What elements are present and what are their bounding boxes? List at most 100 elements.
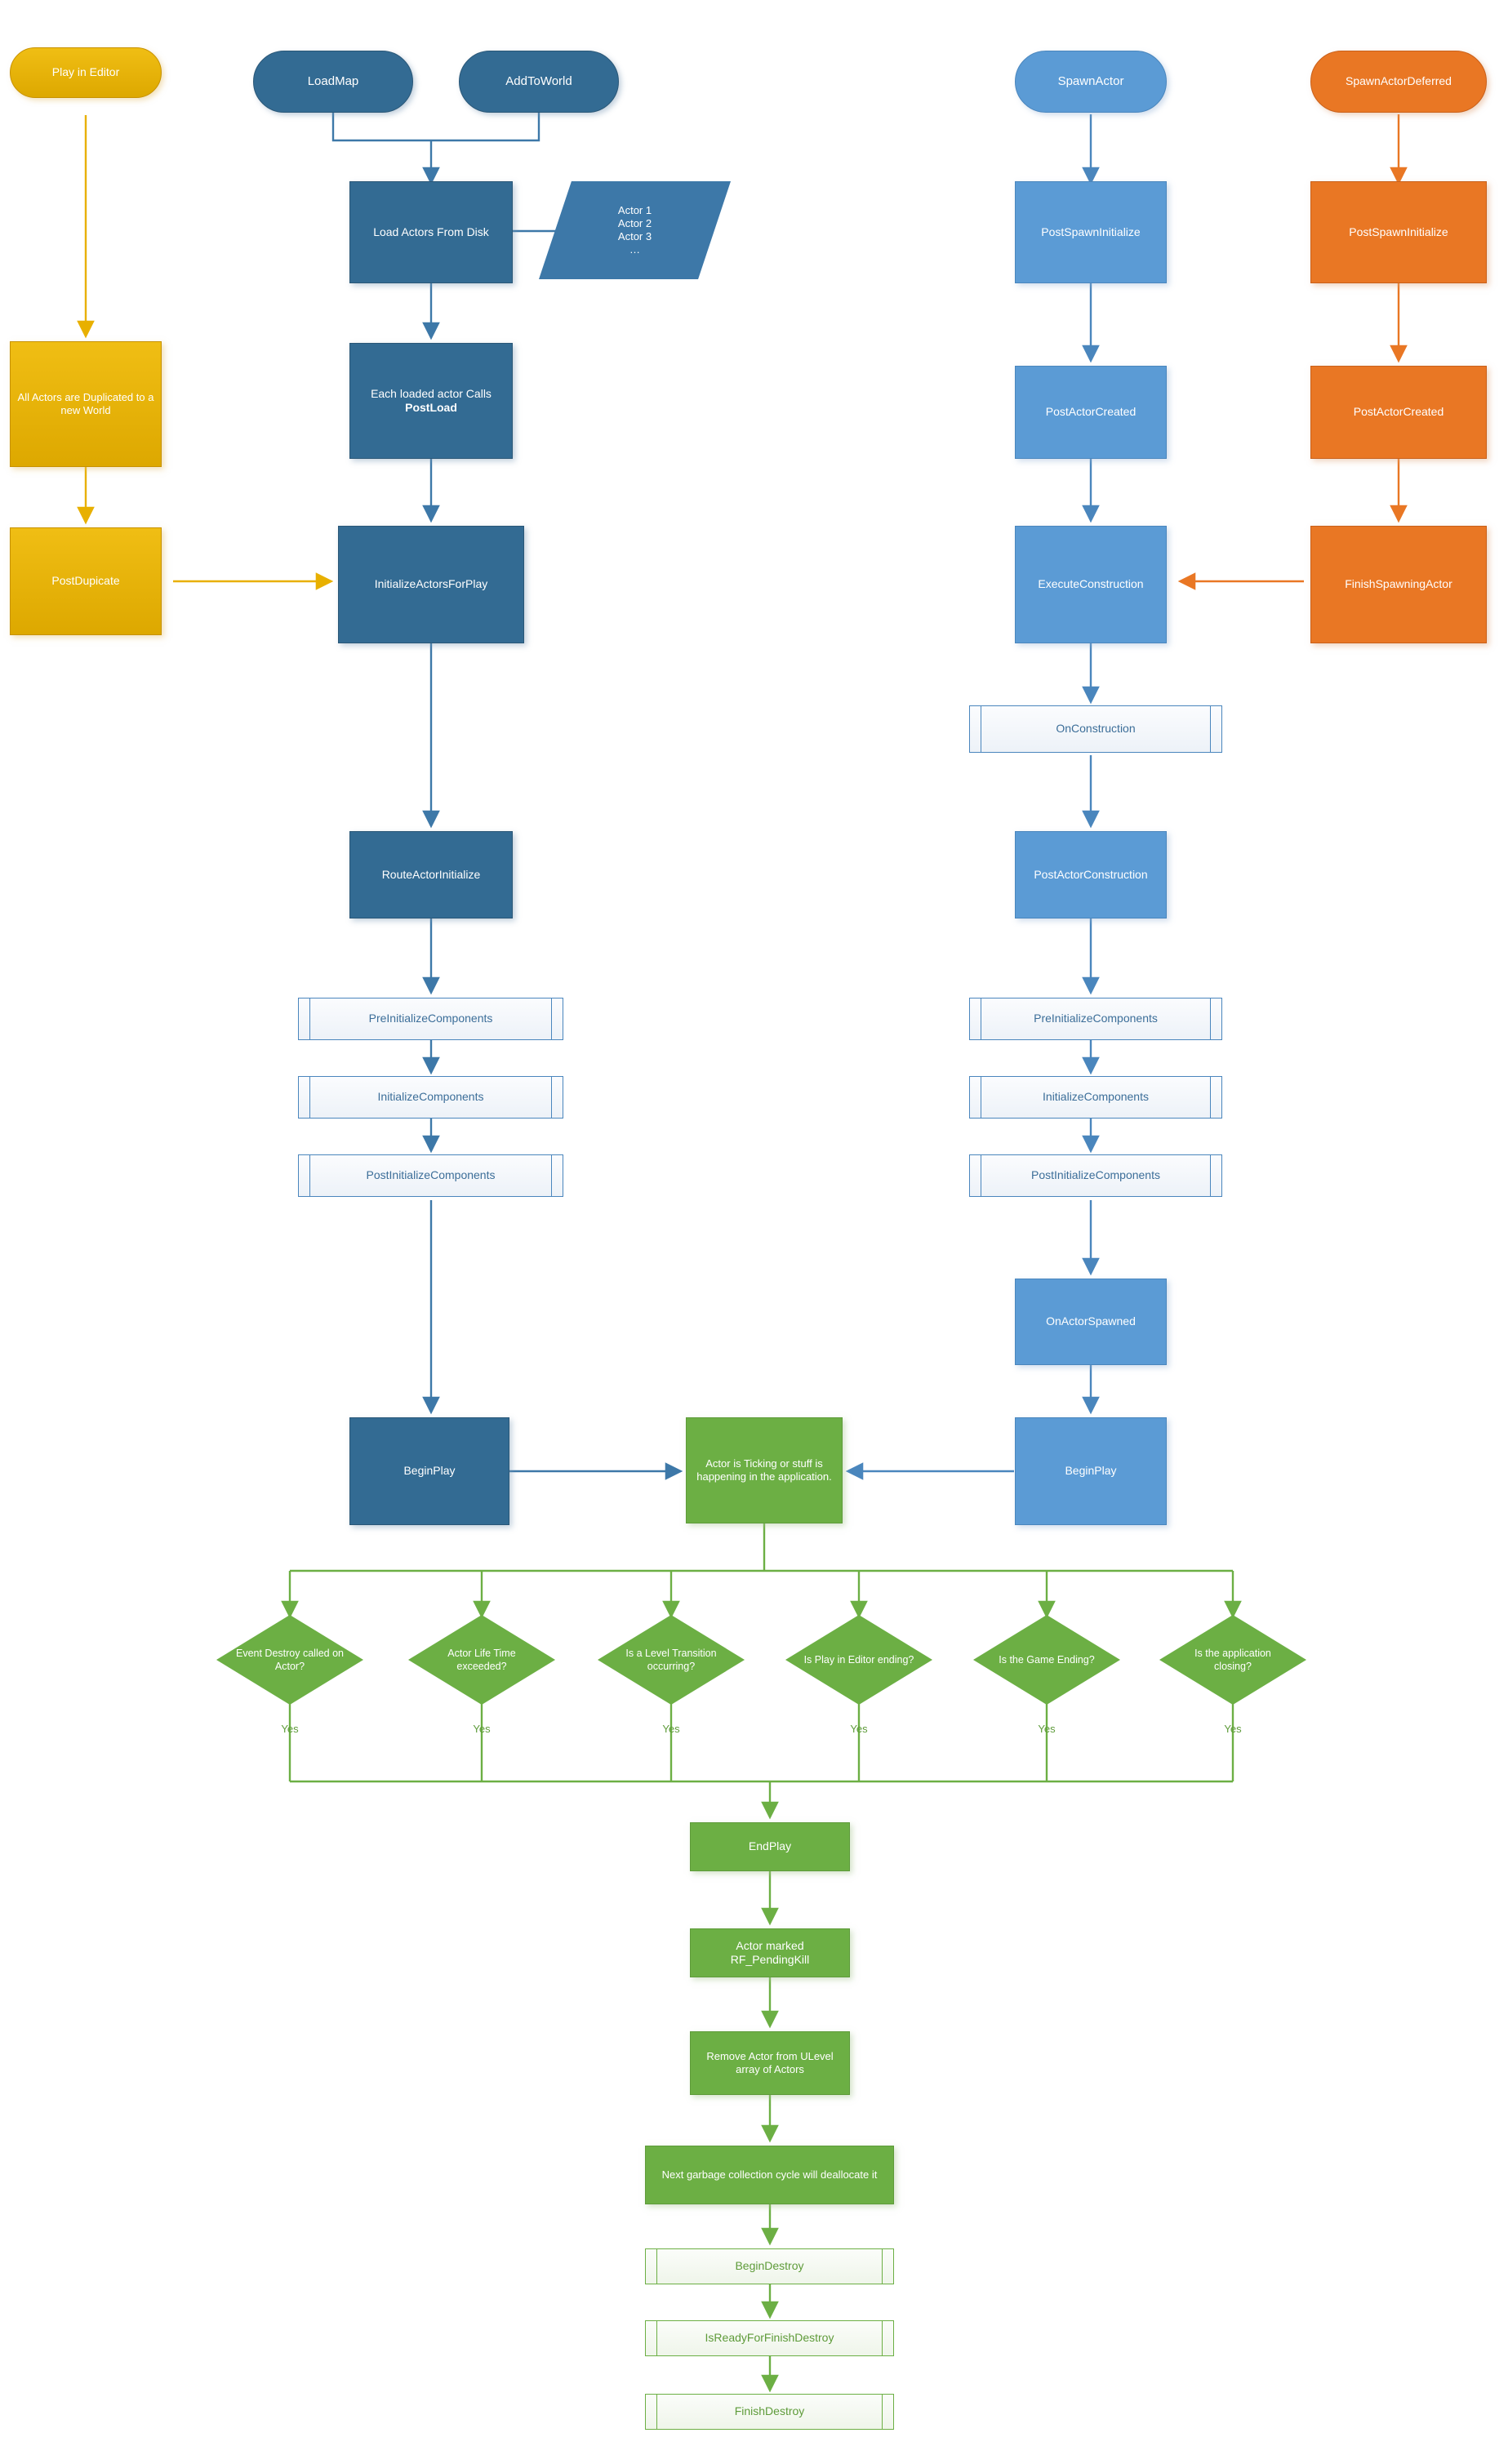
rail-left: [309, 1155, 310, 1196]
rail-left: [309, 1077, 310, 1118]
node-spawn-actor[interactable]: SpawnActor: [1015, 51, 1167, 113]
rail-right: [882, 2249, 883, 2284]
node-label: Play in Editor: [51, 65, 120, 79]
node-spawn-actor-deferred[interactable]: SpawnActorDeferred: [1310, 51, 1487, 113]
decision-label: Is Play in Editor ending?: [803, 1653, 914, 1666]
rail-right: [1210, 706, 1211, 752]
node-label: Actor marked RF_PendingKill: [730, 1938, 810, 1967]
node-initialize-components-load[interactable]: InitializeComponents: [298, 1076, 563, 1119]
node-label: OnActorSpawned: [1046, 1314, 1136, 1328]
decision-label: Event Destroy called on Actor?: [235, 1647, 344, 1672]
node-execute-construction[interactable]: ExecuteConstruction: [1015, 526, 1167, 643]
node-remove-actor-from-ulevel[interactable]: Remove Actor from ULevel array of Actors: [690, 2031, 850, 2095]
node-load-actors-from-disk[interactable]: Load Actors From Disk: [349, 181, 513, 283]
node-addtoworld[interactable]: AddToWorld: [459, 51, 619, 113]
rail-right: [882, 2395, 883, 2429]
decision-actor-life-time-exceeded[interactable]: Actor Life Time exceeded?: [408, 1615, 555, 1705]
decision-label: Actor Life Time exceeded?: [447, 1647, 516, 1672]
node-route-actor-initialize[interactable]: RouteActorInitialize: [349, 831, 513, 918]
node-is-ready-for-finish-destroy[interactable]: IsReadyForFinishDestroy: [645, 2320, 894, 2356]
node-post-initialize-components-spawn[interactable]: PostInitializeComponents: [969, 1154, 1222, 1197]
node-post-actor-created-deferred[interactable]: PostActorCreated: [1310, 366, 1487, 459]
branch-label-yes-2: Yes: [473, 1723, 491, 1735]
node-each-loaded-actor-postload[interactable]: Each loaded actor Calls PostLoad: [349, 343, 513, 459]
decision-label: Is the application closing?: [1194, 1647, 1271, 1672]
decision-label: Is a Level Transition occurring?: [625, 1647, 717, 1672]
node-label: PostInitializeComponents: [366, 1168, 496, 1182]
node-begin-play-load[interactable]: BeginPlay: [349, 1417, 509, 1525]
node-actor-marked-pending-kill[interactable]: Actor marked RF_PendingKill: [690, 1928, 850, 1977]
node-label: InitializeActorsForPlay: [374, 577, 488, 591]
node-label: BeginPlay: [403, 1464, 456, 1478]
node-initialize-components-spawn[interactable]: InitializeComponents: [969, 1076, 1222, 1119]
node-end-play[interactable]: EndPlay: [690, 1822, 850, 1871]
decision-application-closing[interactable]: Is the application closing?: [1159, 1615, 1306, 1705]
node-post-actor-created-spawn[interactable]: PostActorCreated: [1015, 366, 1167, 459]
node-all-actors-duplicated[interactable]: All Actors are Duplicated to a new World: [10, 341, 162, 467]
node-initialize-actors-for-play[interactable]: InitializeActorsForPlay: [338, 526, 524, 643]
rail-left: [309, 998, 310, 1039]
node-on-actor-spawned[interactable]: OnActorSpawned: [1015, 1279, 1167, 1365]
node-label: PostInitializeComponents: [1031, 1168, 1160, 1182]
node-label: PostActorCreated: [1045, 405, 1137, 419]
rail-right: [551, 998, 552, 1039]
node-label: ExecuteConstruction: [1038, 577, 1144, 591]
node-label: OnConstruction: [1056, 722, 1136, 736]
node-post-spawn-initialize-spawn[interactable]: PostSpawnInitialize: [1015, 181, 1167, 283]
rail-left: [656, 2249, 657, 2284]
node-label: Next garbage collection cycle will deall…: [661, 2168, 878, 2181]
node-label: SpawnActor: [1057, 73, 1124, 88]
rail-left: [656, 2395, 657, 2429]
node-label: PostSpawnInitialize: [1349, 225, 1448, 238]
rail-right: [1210, 1077, 1211, 1118]
node-label: PreInitializeComponents: [368, 1012, 493, 1025]
decision-play-in-editor-ending[interactable]: Is Play in Editor ending?: [785, 1615, 932, 1705]
node-label: FinishSpawningActor: [1345, 577, 1452, 591]
node-label: PostDupicate: [51, 574, 120, 588]
branch-label-yes-5: Yes: [1038, 1723, 1056, 1735]
node-finish-destroy[interactable]: FinishDestroy: [645, 2394, 894, 2430]
decision-game-ending[interactable]: Is the Game Ending?: [973, 1615, 1120, 1705]
decision-level-transition-occurring[interactable]: Is a Level Transition occurring?: [598, 1615, 745, 1705]
node-label: EndPlay: [748, 1839, 792, 1853]
node-label: Actor 1 Actor 2 Actor 3 …: [617, 203, 652, 256]
node-pre-initialize-components-spawn[interactable]: PreInitializeComponents: [969, 998, 1222, 1040]
node-label: Load Actors From Disk: [373, 225, 489, 238]
node-post-duplicate[interactable]: PostDupicate: [10, 527, 162, 635]
node-pre-initialize-components-load[interactable]: PreInitializeComponents: [298, 998, 563, 1040]
node-label: PostActorConstruction: [1034, 867, 1148, 881]
branch-label-yes-1: Yes: [281, 1723, 299, 1735]
node-label: PostSpawnInitialize: [1041, 225, 1141, 238]
node-label: IsReadyForFinishDestroy: [705, 2331, 834, 2345]
rail-right: [1210, 998, 1211, 1039]
node-post-spawn-initialize-deferred[interactable]: PostSpawnInitialize: [1310, 181, 1487, 283]
node-label: All Actors are Duplicated to a new World: [17, 390, 154, 416]
node-label: BeginPlay: [1065, 1464, 1117, 1478]
node-post-actor-construction[interactable]: PostActorConstruction: [1015, 831, 1167, 918]
node-label: BeginDestroy: [735, 2259, 804, 2273]
node-label: Actor is Ticking or stuff is happening i…: [696, 1457, 832, 1483]
node-begin-play-spawn[interactable]: BeginPlay: [1015, 1417, 1167, 1525]
node-play-in-editor[interactable]: Play in Editor: [10, 47, 162, 98]
node-label: RouteActorInitialize: [381, 867, 481, 881]
node-actor-list-data[interactable]: Actor 1 Actor 2 Actor 3 …: [539, 181, 731, 279]
node-label: InitializeComponents: [377, 1090, 484, 1104]
node-gc-cycle-deallocate[interactable]: Next garbage collection cycle will deall…: [645, 2146, 894, 2204]
decision-event-destroy-called[interactable]: Event Destroy called on Actor?: [216, 1615, 363, 1705]
node-post-initialize-components-load[interactable]: PostInitializeComponents: [298, 1154, 563, 1197]
node-actor-is-ticking[interactable]: Actor is Ticking or stuff is happening i…: [686, 1417, 843, 1523]
node-begin-destroy[interactable]: BeginDestroy: [645, 2248, 894, 2284]
node-label: PostActorCreated: [1353, 405, 1444, 419]
node-label: Remove Actor from ULevel array of Actors: [706, 2049, 834, 2075]
node-label: FinishDestroy: [734, 2404, 805, 2418]
node-label: InitializeComponents: [1043, 1090, 1149, 1104]
node-finish-spawning-actor[interactable]: FinishSpawningActor: [1310, 526, 1487, 643]
branch-label-yes-4: Yes: [850, 1723, 868, 1735]
rail-right: [551, 1077, 552, 1118]
postload-prefix: Each loaded actor Calls: [371, 386, 492, 400]
node-label: SpawnActorDeferred: [1346, 74, 1452, 88]
rail-left: [656, 2321, 657, 2355]
node-on-construction[interactable]: OnConstruction: [969, 705, 1222, 753]
node-loadmap[interactable]: LoadMap: [253, 51, 413, 113]
